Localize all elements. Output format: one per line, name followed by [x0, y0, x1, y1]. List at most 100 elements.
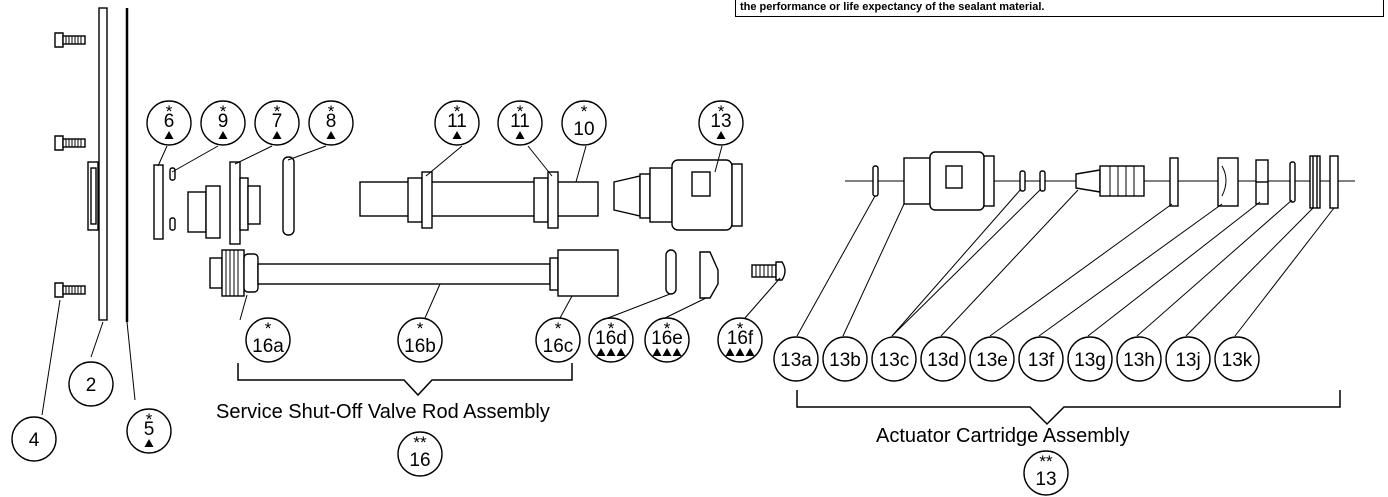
callout-circle	[434, 100, 480, 146]
triangle-marker-icon	[515, 131, 525, 139]
callout-6: *6	[146, 100, 192, 146]
cartridge-part-13c	[1019, 170, 1046, 192]
actuator-cartridge-assembly-label: Actuator Cartridge Assembly	[876, 425, 1130, 447]
callout-number: 16	[409, 450, 430, 471]
callout-star: *	[517, 102, 524, 121]
callout-circle	[397, 431, 443, 477]
callout-16: **16	[397, 431, 443, 477]
callout-circle	[920, 336, 966, 382]
screw-bottom	[54, 282, 86, 298]
cartridge-part-13a	[872, 165, 879, 197]
callout-star: *	[454, 102, 461, 121]
callout-13g: 13g	[1067, 336, 1113, 382]
cartridge-part-13h	[1289, 161, 1296, 203]
callout-circle	[146, 100, 192, 146]
callout-number: 16c	[543, 336, 574, 357]
callout-circle	[11, 416, 57, 462]
panel-plate	[98, 7, 129, 322]
callout-9: *9	[200, 100, 246, 146]
callout-circle	[1067, 336, 1113, 382]
triangle-marker-icon	[164, 131, 174, 139]
screw-part-16f	[751, 261, 786, 281]
note-box: the performance or life expectancy of th…	[735, 0, 1384, 17]
callout-circle	[871, 336, 917, 382]
callout-circle	[200, 100, 246, 146]
triangle-marker-icon	[326, 131, 336, 139]
callout-circle	[1018, 336, 1064, 382]
callout-star: *	[664, 319, 671, 338]
callout-16f: *16f	[717, 317, 763, 363]
callout-number: 4	[29, 430, 40, 451]
service-shutoff-assembly-label: Service Shut-Off Valve Rod Assembly	[216, 401, 550, 423]
callout-number: 13a	[780, 350, 812, 371]
callout-number: 16a	[252, 336, 284, 357]
callout-number: 13j	[1175, 350, 1200, 371]
callout-circle	[822, 336, 868, 382]
callout-star: *	[608, 319, 615, 338]
callout-number: 16f	[727, 328, 754, 349]
triangle-marker-icon	[672, 348, 682, 356]
bracket-valve-rod-assembly	[237, 363, 573, 397]
callout-16d: *16d	[588, 317, 634, 363]
callout-number: 11	[510, 111, 530, 132]
rod-part-10	[359, 181, 599, 217]
bracket-actuator-cartridge	[796, 390, 1341, 426]
callout-circle	[497, 100, 543, 146]
callout-number: 6	[164, 111, 175, 132]
callout-number: 13	[710, 111, 731, 132]
callout-star: *	[265, 319, 272, 338]
callout-balloons: 42*5*6*9*7*8*11*11*10*13*16a*16b*16c*16d…	[11, 100, 1260, 496]
callout-star: **	[1039, 452, 1053, 471]
callout-star: *	[718, 102, 725, 121]
callout-number: 13	[1035, 469, 1056, 490]
callout-star: *	[328, 102, 335, 121]
triangle-marker-icon	[452, 131, 462, 139]
callout-13b: 13b	[822, 336, 868, 382]
callout-number: 9	[218, 111, 229, 132]
callout-number: 13h	[1123, 350, 1155, 371]
seal-part-16d	[665, 249, 677, 295]
cap-part-16e	[699, 251, 719, 299]
callout-circle	[245, 317, 291, 363]
callout-star: *	[555, 319, 562, 338]
triangle-marker-icon	[272, 131, 282, 139]
callout-13a: 13a	[773, 336, 819, 382]
callout-circle	[1214, 336, 1260, 382]
callout-13: **13	[1023, 450, 1069, 496]
triangle-marker-icon	[716, 131, 726, 139]
triangle-marker-icon	[735, 348, 745, 356]
callout-circle	[535, 317, 581, 363]
screw-top	[54, 32, 86, 48]
cartridge-part-13k	[1329, 155, 1339, 209]
callout-circle	[397, 317, 443, 363]
callout-circle	[308, 100, 354, 146]
callout-16a: *16a	[245, 317, 291, 363]
callout-circle	[698, 100, 744, 146]
callout-circle	[1165, 336, 1211, 382]
callout-star: *	[737, 319, 744, 338]
callout-4: 4	[11, 416, 57, 462]
oring-part-9	[169, 167, 176, 231]
callout-star: **	[413, 433, 427, 452]
callout-16e: *16e	[644, 317, 690, 363]
callout-number: 16e	[651, 328, 683, 349]
callout-number: 13b	[829, 350, 861, 371]
callout-13f: 13f	[1018, 336, 1064, 382]
callout-circle	[969, 336, 1015, 382]
callout-star: *	[146, 410, 153, 429]
callout-circle	[1023, 450, 1069, 496]
callout-number: 13f	[1028, 350, 1055, 371]
triangle-marker-icon	[652, 348, 662, 356]
callout-number: 8	[326, 111, 337, 132]
callout-16c: *16c	[535, 317, 581, 363]
callout-10: *10	[561, 100, 607, 146]
callout-number: 13e	[976, 350, 1008, 371]
callout-number: 11	[447, 111, 467, 132]
actuator-part-13	[613, 159, 743, 231]
callout-13e: 13e	[969, 336, 1015, 382]
callout-circle	[68, 361, 114, 407]
callout-5: *5	[126, 408, 172, 454]
callout-number: 7	[272, 111, 283, 132]
seal-part-8	[282, 156, 295, 236]
